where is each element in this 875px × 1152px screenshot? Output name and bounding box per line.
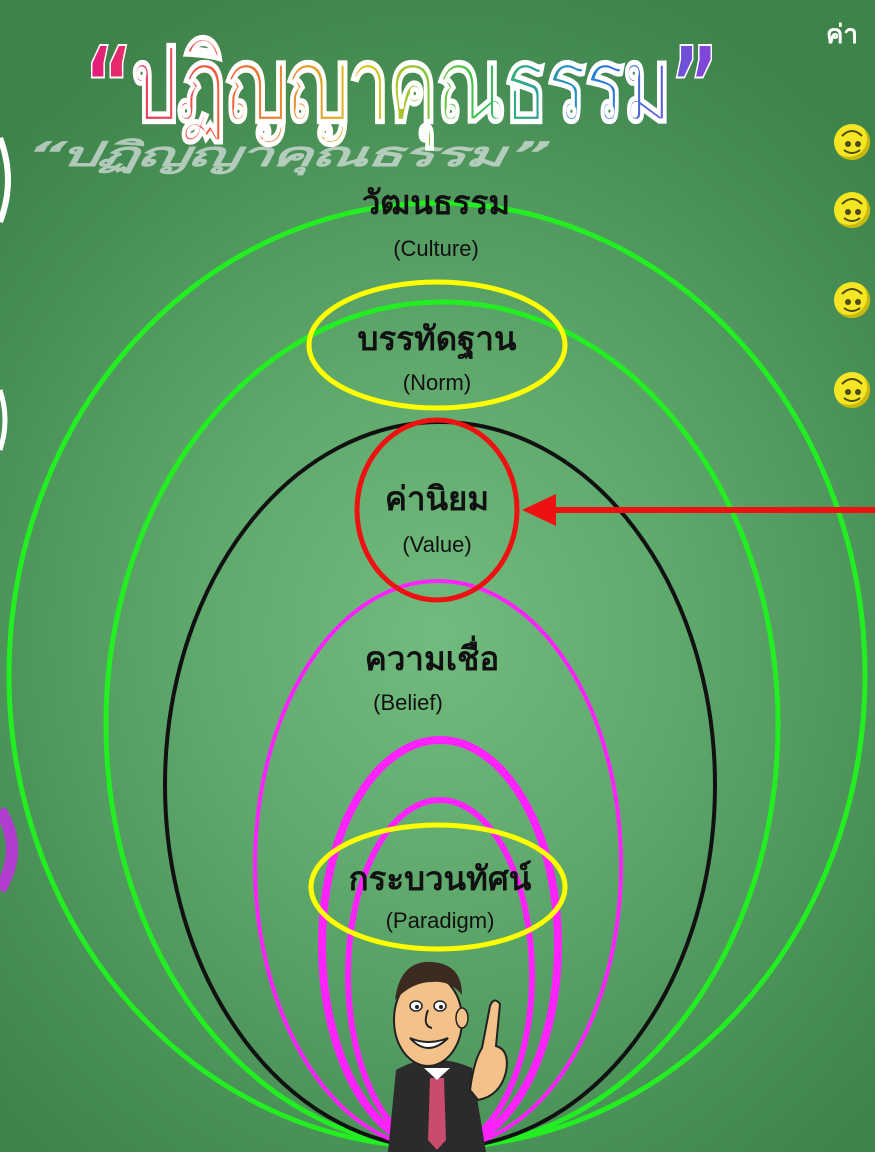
cartoon-man-icon bbox=[0, 0, 875, 1152]
